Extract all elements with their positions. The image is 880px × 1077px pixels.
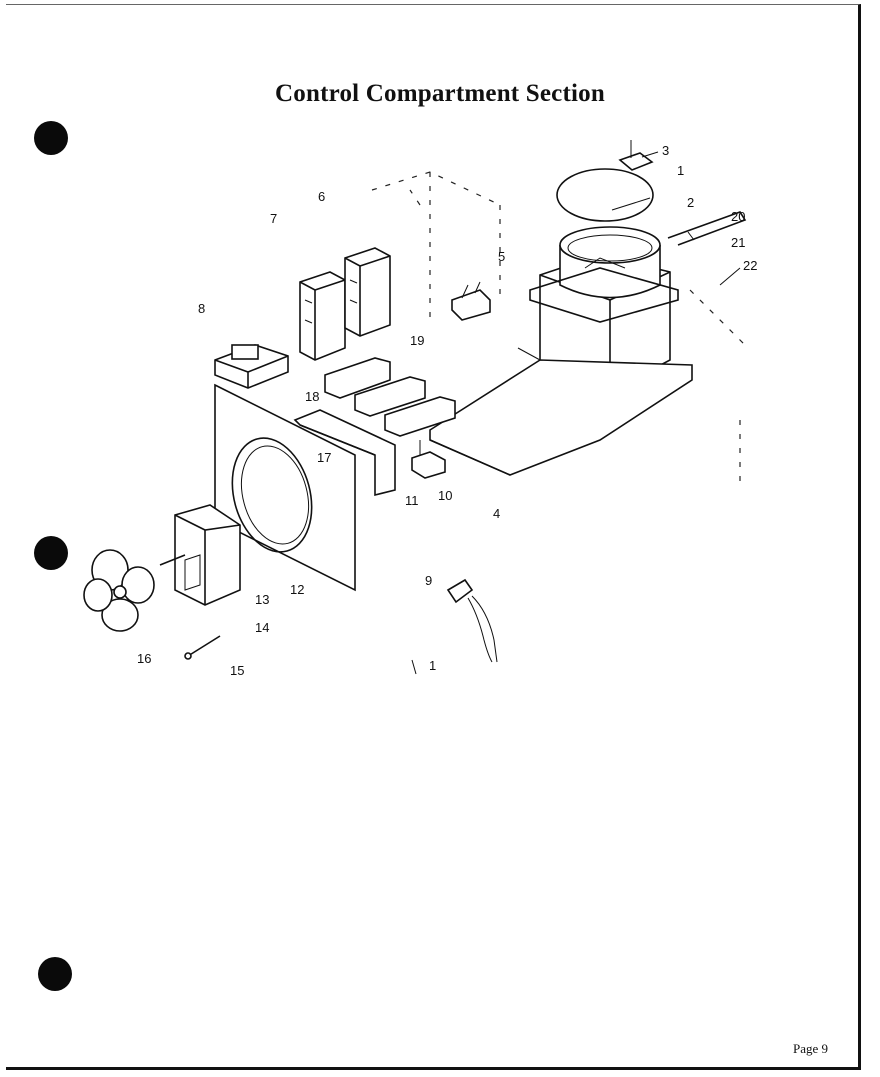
small-bracket <box>618 140 654 171</box>
switch-5 <box>451 281 491 321</box>
relay-blocks <box>299 247 391 361</box>
label-part-5: 5 <box>498 249 505 264</box>
label-part-14: 14 <box>255 620 269 635</box>
page-border <box>6 4 861 1070</box>
label-part-16: 16 <box>137 651 151 666</box>
label-part-1: 1 <box>677 163 684 178</box>
label-part-1b: 1 <box>429 658 436 673</box>
label-part-15: 15 <box>230 663 244 678</box>
part-labels: 1 1 2 3 4 5 6 7 8 9 10 11 12 13 14 15 16… <box>137 143 757 678</box>
label-part-2: 2 <box>687 195 694 210</box>
page-title: Control Compartment Section <box>275 80 605 107</box>
sensor-9 <box>411 578 498 675</box>
thermostat-10 <box>411 440 446 479</box>
label-part-18: 18 <box>305 389 319 404</box>
mounting-bracket <box>293 409 396 497</box>
leader-lines <box>611 151 741 286</box>
label-part-11: 11 <box>405 493 419 508</box>
terminal-strips <box>324 357 456 437</box>
transformer-8 <box>214 344 289 389</box>
label-part-20: 20 <box>731 209 745 224</box>
fan-blade <box>83 549 155 632</box>
control-panel-plate <box>214 383 356 592</box>
page-number: Page 9 <box>792 1041 828 1056</box>
base-plate <box>429 347 693 476</box>
label-part-8: 8 <box>198 301 205 316</box>
label-part-4: 4 <box>493 506 500 521</box>
bracket-rod <box>667 211 747 246</box>
label-part-13: 13 <box>255 592 269 607</box>
cabinet-outline <box>371 171 746 490</box>
binder-hole-bottom <box>38 957 72 991</box>
label-part-10: 10 <box>438 488 452 503</box>
label-part-21: 21 <box>731 235 745 250</box>
binder-hole-middle <box>34 536 68 570</box>
screw-15 <box>184 635 221 660</box>
fan-motor <box>159 504 241 606</box>
label-part-7: 7 <box>270 211 277 226</box>
label-part-6: 6 <box>318 189 325 204</box>
label-part-3: 3 <box>662 143 669 158</box>
label-part-12: 12 <box>290 582 304 597</box>
label-part-22: 22 <box>743 258 757 273</box>
label-part-9: 9 <box>425 573 432 588</box>
label-part-19: 19 <box>410 333 424 348</box>
binder-hole-top <box>34 121 68 155</box>
label-part-17: 17 <box>317 450 331 465</box>
blower-housing <box>529 168 679 393</box>
